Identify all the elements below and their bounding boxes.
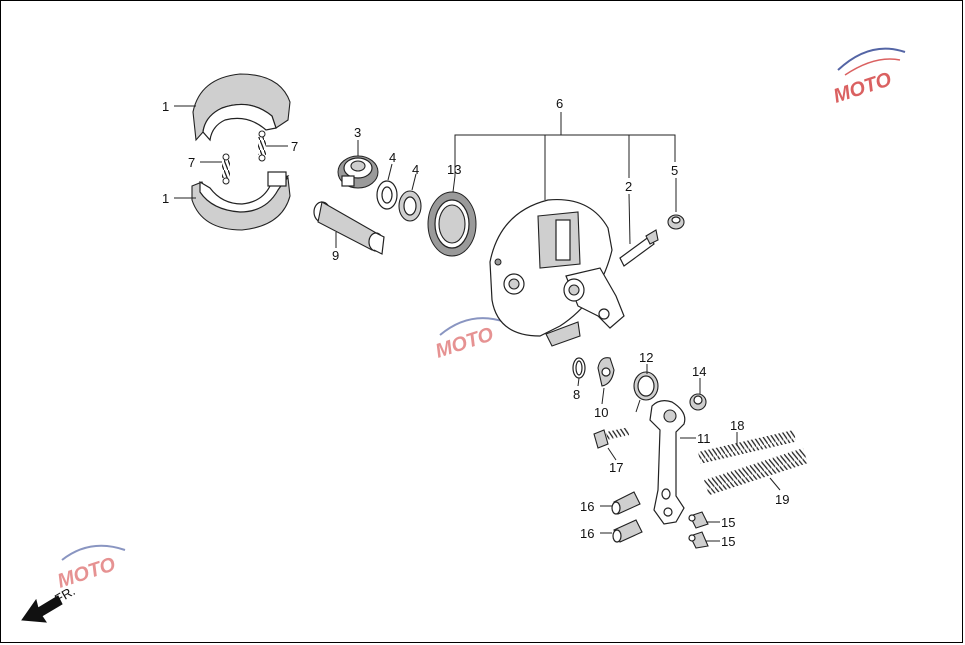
joint-pin-lower <box>688 531 709 549</box>
watermark-logo-top-right: MOTO <box>831 47 906 108</box>
callout-15-upper: 15 <box>721 515 735 530</box>
front-arrow-icon <box>21 595 63 623</box>
callout-labels: 1 1 7 7 3 9 4 4 13 6 2 5 12 14 8 10 11 1… <box>162 96 789 549</box>
callout-15-lower: 15 <box>721 534 735 549</box>
brake-cam-shaft <box>313 201 385 255</box>
arm-bolt <box>593 427 630 449</box>
callout-4-left: 4 <box>389 150 396 165</box>
callout-9: 9 <box>332 248 339 263</box>
callout-12: 12 <box>639 350 653 365</box>
washer-2 <box>398 190 422 222</box>
stud-bolt <box>619 229 659 267</box>
callout-13: 13 <box>447 162 461 177</box>
callout-16-lower: 16 <box>580 526 594 541</box>
circlip <box>572 357 586 379</box>
speedometer-gear <box>337 155 379 189</box>
brake-panel <box>489 198 625 347</box>
callout-14: 14 <box>692 364 706 379</box>
shoe-spring-lower <box>222 153 230 185</box>
callout-7-right: 7 <box>291 139 298 154</box>
joint-pin-upper <box>688 511 709 529</box>
return-spring <box>633 371 659 413</box>
collar-lower <box>612 519 643 543</box>
arm-nut <box>689 393 707 411</box>
shoe-spring-upper <box>258 130 266 162</box>
callout-18: 18 <box>730 418 744 433</box>
callout-16-upper: 16 <box>580 499 594 514</box>
callout-8: 8 <box>573 387 580 402</box>
watermark-text: MOTO <box>831 68 895 107</box>
callout-10: 10 <box>594 405 608 420</box>
callout-1-lower: 1 <box>162 191 169 206</box>
brake-shoe-lower <box>191 171 291 231</box>
callout-3: 3 <box>354 125 361 140</box>
callout-1-upper: 1 <box>162 99 169 114</box>
oil-seal <box>427 191 477 257</box>
collar-upper <box>611 491 641 515</box>
callout-4-right: 4 <box>412 162 419 177</box>
callout-11: 11 <box>697 431 711 446</box>
callout-19: 19 <box>775 492 789 507</box>
brake-arm <box>649 400 686 525</box>
nut <box>667 214 685 230</box>
washer-1 <box>376 180 398 210</box>
brake-spring-18 <box>698 429 797 464</box>
wear-indicator <box>597 357 615 387</box>
front-direction-indicator: FR. <box>21 583 78 623</box>
brake-shoe-upper <box>192 73 291 142</box>
brake-spring-19 <box>704 447 808 496</box>
watermark-text: MOTO <box>433 323 497 362</box>
callout-17: 17 <box>609 460 623 475</box>
callout-5: 5 <box>671 163 678 178</box>
leader-lines <box>174 105 781 542</box>
callout-7-left: 7 <box>188 155 195 170</box>
callout-2: 2 <box>625 179 632 194</box>
callout-6: 6 <box>556 96 563 111</box>
watermark-logo-center: MOTO <box>433 317 506 363</box>
